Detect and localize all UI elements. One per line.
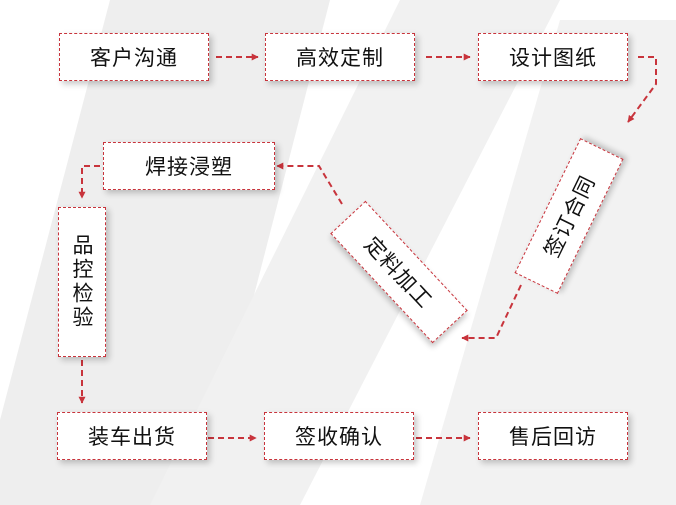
step-loading-shipping: 装车出货	[57, 412, 207, 460]
connector-4-5	[461, 284, 522, 342]
connector-6-7	[78, 165, 100, 199]
step-quality-inspection: 品控检验	[58, 207, 106, 357]
step-custom-efficiency: 高效定制	[265, 33, 415, 81]
step-customer-communication: 客户沟通	[59, 33, 209, 81]
step-receipt-confirmation: 签收确认	[264, 412, 414, 460]
connector-3-4	[627, 56, 657, 123]
connector-5-6	[276, 162, 343, 205]
step-design-drawing: 设计图纸	[478, 33, 628, 81]
step-welding-dip-coating: 焊接浸塑	[103, 142, 275, 190]
step-after-sales-visit: 售后回访	[478, 412, 628, 460]
